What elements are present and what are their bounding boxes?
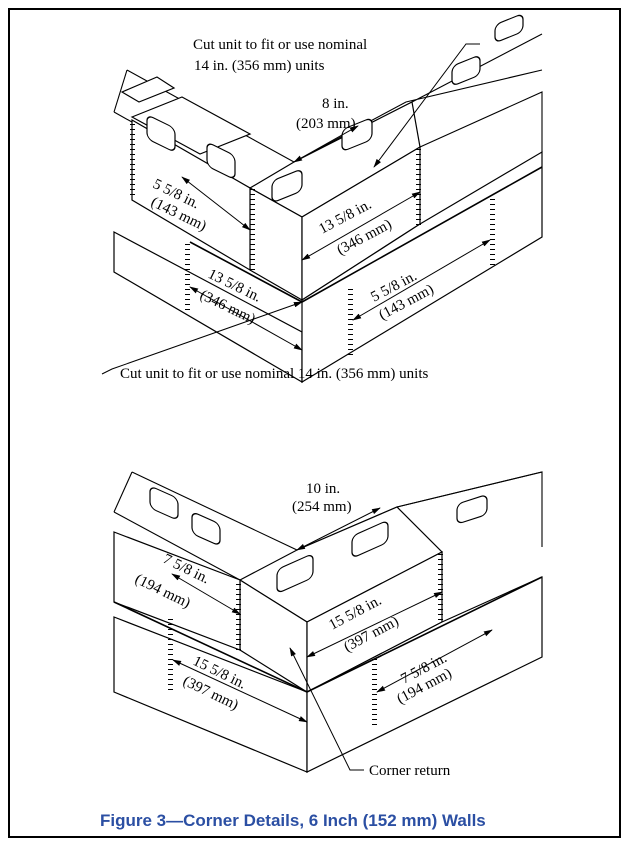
figure-caption: Figure 3—Corner Details, 6 Inch (152 mm)… [100, 811, 486, 831]
dim-8in-mm-label: (203 mm) [296, 116, 356, 132]
corner-return-label: Corner return [369, 763, 451, 779]
figure-frame: Cut unit to fit or use nominal 14 in. (3… [8, 8, 621, 838]
corner-details-drawing: Cut unit to fit or use nominal 14 in. (3… [101, 14, 543, 779]
figure-number: Figure 3 [100, 811, 167, 830]
dim-10in-mm-label: (254 mm) [292, 499, 352, 515]
top-wall-assembly [101, 14, 543, 384]
top-note-line2: 14 in. (356 mm) units [194, 58, 325, 74]
bottom-note: Cut unit to fit or use nominal 14 in. (3… [120, 366, 428, 382]
figure-title: —Corner Details, 6 Inch (152 mm) Walls [166, 811, 486, 830]
bottom-wall-assembly [113, 471, 543, 773]
block-cells-top [146, 14, 524, 202]
dim-10in-label: 10 in. [306, 481, 340, 497]
top-note-line1: Cut unit to fit or use nominal [193, 37, 367, 53]
dim-8in-label: 8 in. [322, 96, 349, 112]
